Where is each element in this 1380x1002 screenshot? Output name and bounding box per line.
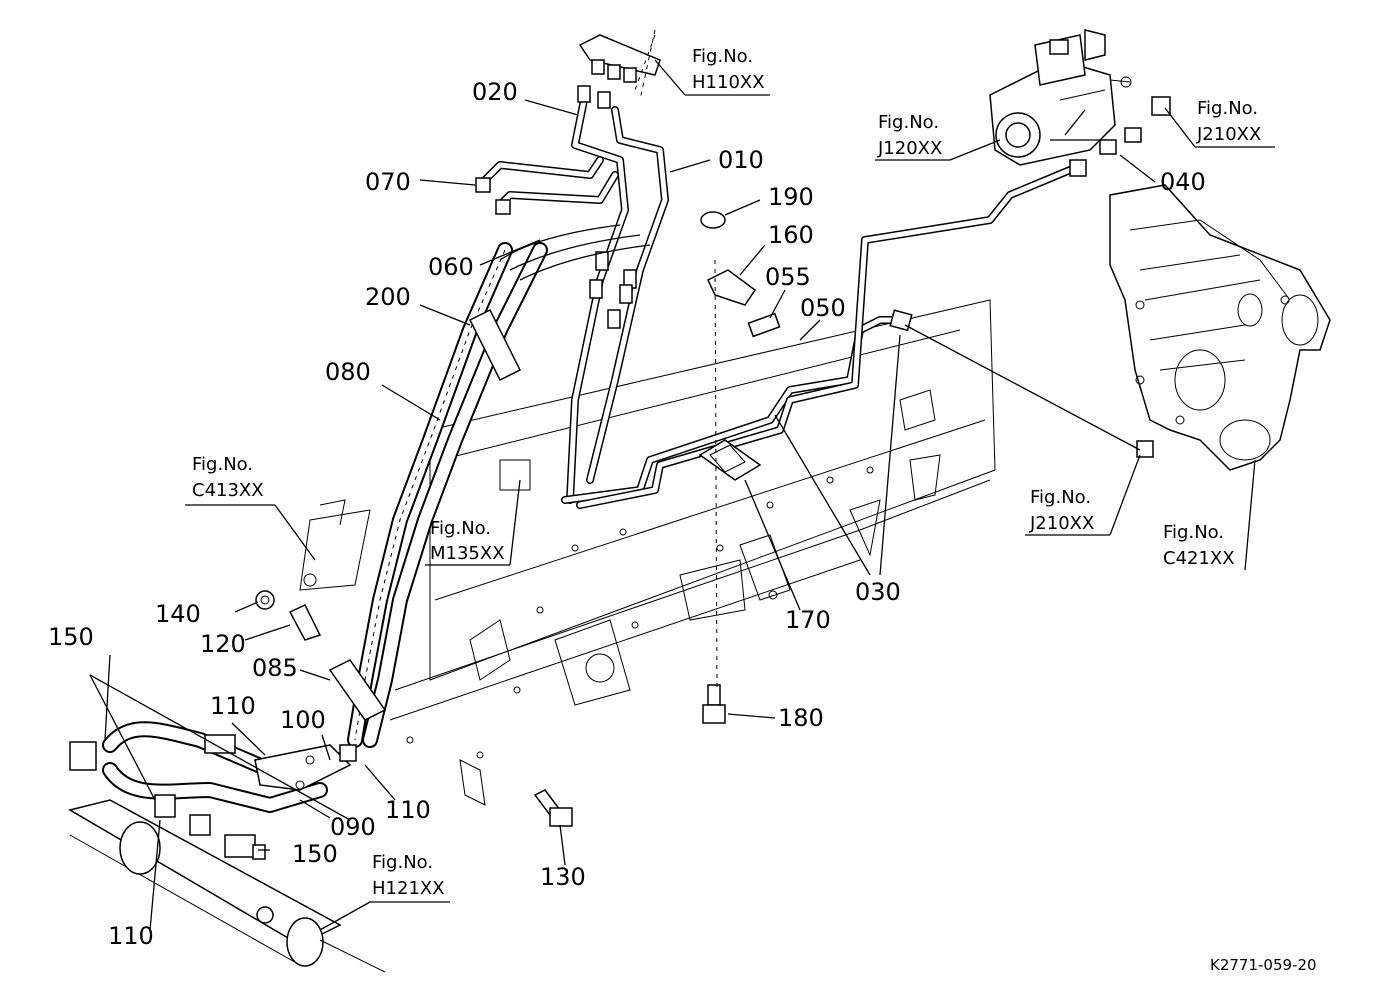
label-150-bottom: 150 <box>292 840 338 868</box>
grommet-190 <box>700 211 726 229</box>
valve-plate <box>578 34 661 91</box>
label-040: 040 <box>1160 168 1206 196</box>
label-200: 200 <box>365 283 411 311</box>
label-150-top: 150 <box>48 623 94 651</box>
fig-ref-number-m135: M135XX <box>430 543 505 564</box>
centerline-valve <box>639 29 656 101</box>
fig-ref-title-j120: Fig.No. <box>878 112 939 133</box>
label-130: 130 <box>540 863 586 891</box>
label-170: 170 <box>785 606 831 634</box>
hose-wire-1 <box>499 224 621 261</box>
pipe-060 <box>495 171 619 215</box>
bolt-130 <box>533 789 573 827</box>
label-180: 180 <box>778 704 824 732</box>
hose-080b <box>362 242 548 748</box>
pipe-020 <box>566 91 629 504</box>
hose-080 <box>347 242 513 748</box>
hydraulic-pump <box>989 29 1132 166</box>
diagram-code: K2771-059-20 <box>1210 956 1317 974</box>
lower-fittings <box>69 734 357 860</box>
pipe-070 <box>475 156 604 193</box>
label-060: 060 <box>428 253 474 281</box>
fig-ref-title-h110: Fig.No. <box>692 46 753 67</box>
chassis-frame <box>299 299 996 806</box>
clip-120 <box>288 604 322 641</box>
label-120: 120 <box>200 630 246 658</box>
label-055: 055 <box>765 263 811 291</box>
lift-cylinder <box>68 799 386 973</box>
hose-090 <box>102 721 348 813</box>
fig-ref-title-m135: Fig.No. <box>430 518 491 539</box>
pipe-010 <box>586 106 669 484</box>
label-090: 090 <box>330 813 376 841</box>
label-190: 190 <box>768 183 814 211</box>
collar-055 <box>747 312 781 338</box>
leader-lines <box>89 99 1156 931</box>
clamp-085 <box>328 659 387 721</box>
hose-wire-2 <box>509 234 641 271</box>
fig-ref-number-c421: C421XX <box>1163 548 1235 569</box>
fig-ref-number-h121: H121XX <box>372 878 445 899</box>
label-110-top: 110 <box>210 692 256 720</box>
transmission-case <box>1109 184 1331 471</box>
fig-refs: Fig.No. H110XX Fig.No. J120XX Fig.No. J2… <box>192 46 1261 899</box>
hose-100 <box>254 744 352 791</box>
label-110-bottom: 110 <box>108 922 154 950</box>
part-labels: 010 020 030 040 050 055 060 070 080 085 … <box>48 78 1206 950</box>
fig-ref-title-h121: Fig.No. <box>372 852 433 873</box>
label-140: 140 <box>155 600 201 628</box>
clamp-200 <box>468 308 522 382</box>
fig-ref-title-c421: Fig.No. <box>1163 522 1224 543</box>
pipe-050 <box>576 166 1074 509</box>
plate-170 <box>698 439 762 481</box>
label-070: 070 <box>365 168 411 196</box>
hose-wire-3 <box>519 244 651 281</box>
label-085: 085 <box>252 654 298 682</box>
fig-ref-title-c413: Fig.No. <box>192 454 253 475</box>
fig-ref-number-c413: C413XX <box>192 480 264 501</box>
label-030: 030 <box>855 578 901 606</box>
fig-ref-number-j210-bottom: J210XX <box>1029 513 1094 534</box>
centerline-bolt <box>714 259 718 691</box>
pipe-030 <box>561 309 913 504</box>
pipe-fittings <box>577 85 1171 458</box>
fig-ref-number-j210-top: J210XX <box>1196 124 1261 145</box>
label-110-right: 110 <box>385 796 431 824</box>
fig-ref-number-h110: H110XX <box>692 72 765 93</box>
fig-ref-title-j210-top: Fig.No. <box>1197 98 1258 119</box>
label-020: 020 <box>472 78 518 106</box>
bolt-180 <box>702 684 726 724</box>
label-080: 080 <box>325 358 371 386</box>
label-100: 100 <box>280 706 326 734</box>
fig-ref-title-j210-bottom: Fig.No. <box>1030 487 1091 508</box>
bracket-160 <box>707 269 757 306</box>
fig-ref-number-j120: J120XX <box>877 138 942 159</box>
label-160: 160 <box>768 221 814 249</box>
fig-ref-leaders <box>185 59 1275 931</box>
label-010: 010 <box>718 146 764 174</box>
label-050: 050 <box>800 294 846 322</box>
nut-140 <box>255 590 275 610</box>
